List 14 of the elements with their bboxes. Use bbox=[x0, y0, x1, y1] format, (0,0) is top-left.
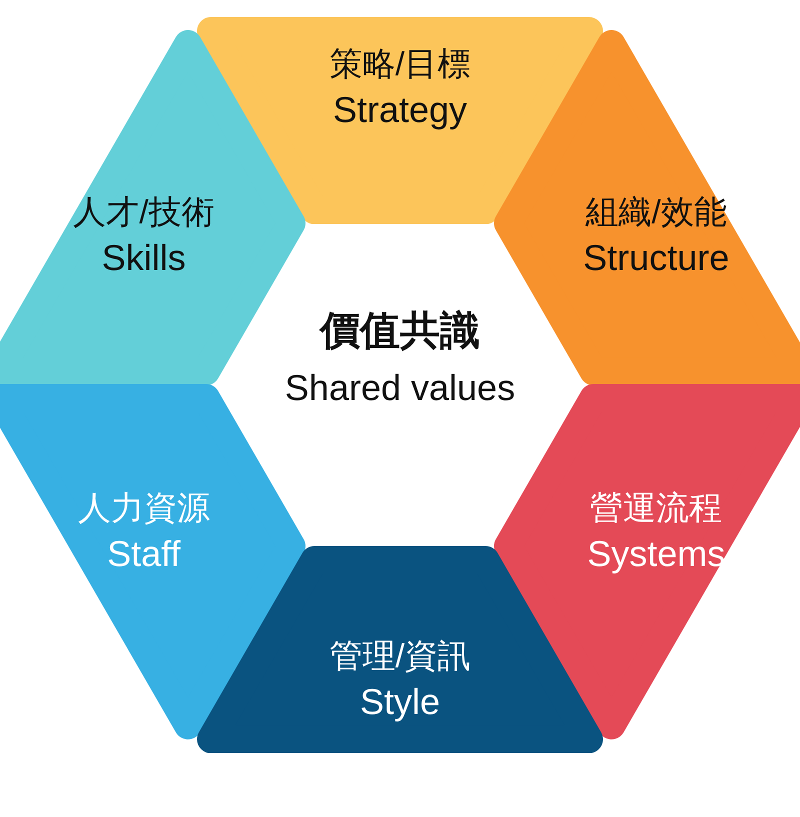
segment-title: 營運流程 bbox=[589, 488, 724, 528]
segment-title: 策略/目標 bbox=[328, 44, 472, 84]
segment-title: 人力資源 bbox=[76, 488, 211, 528]
segment-subtitle: Structure bbox=[582, 236, 730, 280]
segment-subtitle: Strategy bbox=[332, 88, 468, 132]
segment-subtitle: Style bbox=[358, 680, 442, 724]
segment-title: 人才/技術 bbox=[72, 192, 216, 232]
segment-subtitle: Systems bbox=[586, 532, 726, 576]
segment-subtitle: Staff bbox=[106, 532, 182, 576]
segment-title: 管理/資訊 bbox=[328, 636, 472, 676]
center-subtitle: Shared values bbox=[284, 366, 516, 410]
segment-title: 組織/效能 bbox=[584, 192, 728, 232]
segment-subtitle: Skills bbox=[100, 236, 187, 280]
center-title: 價值共識 bbox=[318, 308, 481, 355]
